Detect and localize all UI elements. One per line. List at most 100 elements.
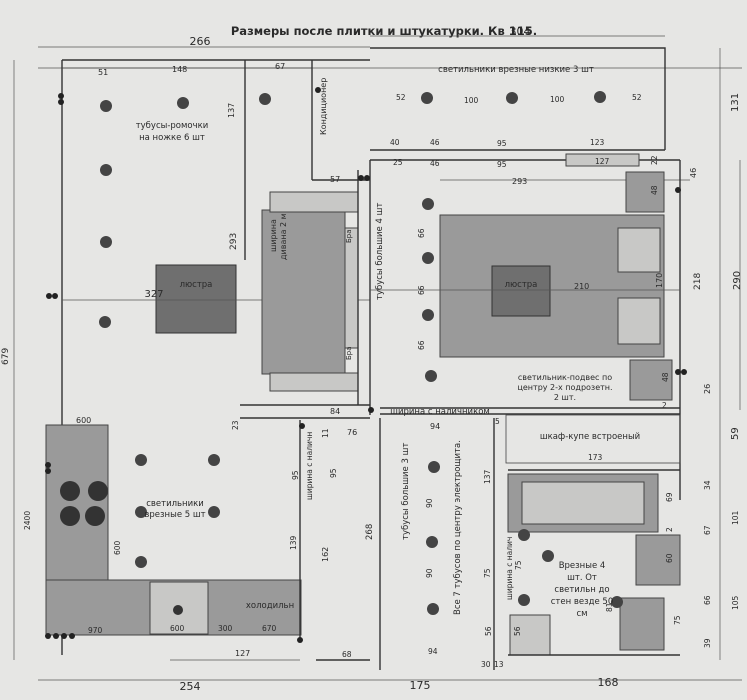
recessed-5-label-2: врезные 5 шт (144, 510, 205, 520)
dim-327: 327 (144, 289, 163, 300)
dim-22: 22 (650, 155, 659, 165)
dim-right-26: 26 (703, 384, 712, 394)
tubes-label-2: на ножке 6 шт (139, 133, 205, 143)
dim-75c: 75 (673, 615, 682, 625)
dim-56a: 56 (484, 626, 493, 636)
dim-600b: 600 (113, 540, 122, 555)
dim-170: 170 (655, 273, 664, 288)
dim-68: 68 (342, 650, 352, 659)
dim-5: 5 (495, 417, 500, 426)
lamp-group-right-4 (422, 198, 437, 382)
sofa-label-2: дивана 2 м (279, 213, 288, 260)
sofa-label-1: ширина (269, 219, 278, 252)
dim-127b: 127 (235, 649, 250, 658)
dim-57: 57 (330, 175, 340, 184)
dim-173: 173 (588, 453, 603, 462)
dim-293b: 293 (512, 177, 527, 186)
dim-23: 23 (231, 420, 240, 430)
recessed-4-label-1: Врезные 4 (559, 561, 606, 571)
dim-right-218: 218 (693, 273, 703, 290)
lamp-group-hall (426, 461, 440, 615)
bra-bottom: Бра (345, 346, 353, 360)
dim-2b: 2 (665, 527, 674, 532)
dim-51: 51 (98, 68, 108, 77)
conditioner-label: Кондиционер (319, 78, 328, 135)
seven-tubes-label: Все 7 тубусов по центру электрощита. (453, 440, 463, 615)
lamp-group-kitchen (135, 454, 220, 568)
dim-66b: 66 (417, 285, 426, 295)
chandelier-right-label: люстра (505, 280, 538, 290)
dim-67: 67 (275, 62, 285, 71)
sofa (261, 209, 346, 375)
dim-bottom-mid: 175 (410, 679, 431, 692)
wardrobe (505, 414, 681, 464)
dim-left-total: 679 (1, 348, 11, 365)
dim-210: 210 (574, 282, 589, 291)
kitchen-dim: 2400 (23, 511, 32, 530)
dim-right-66: 66 (703, 595, 712, 605)
dim-162: 162 (321, 547, 330, 562)
dim-76: 76 (347, 428, 357, 437)
dim-123: 123 (590, 138, 605, 147)
dim-right-105: 105 (731, 595, 740, 610)
recessed-5-label-1: светильники (146, 499, 204, 509)
dim-94a: 94 (430, 422, 440, 431)
dim-970: 970 (88, 626, 103, 635)
dim-46a: 46 (430, 138, 440, 147)
dim-right-46: 46 (689, 168, 698, 178)
dim-52b: 52 (632, 93, 642, 102)
fridge-label: холодильн (246, 601, 294, 611)
dim-100b: 100 (550, 95, 565, 104)
kitchen-counter-left (45, 424, 109, 581)
dim-100a: 100 (464, 96, 479, 105)
dim-90a: 90 (425, 498, 434, 508)
pendant-label-1: светильник-подвес по (518, 373, 612, 382)
dim-bottom-left: 254 (180, 680, 201, 693)
tubes-label-1: тубусы-ромочки (136, 121, 209, 131)
chandelier-left (155, 264, 237, 334)
chandelier-right (491, 265, 551, 317)
dim-148: 148 (172, 65, 187, 74)
dim-600c: 600 (170, 624, 185, 633)
width-trim-label: ширина с наличником (390, 407, 490, 417)
dim-81: 81 (605, 602, 614, 612)
dim-30: 30 (481, 660, 491, 669)
recessed-4-label-2: шт. От (567, 573, 597, 583)
recessed-4-label-5: см (576, 609, 587, 619)
dim-268: 268 (365, 524, 375, 540)
lamp-group-top-left (99, 93, 271, 328)
dim-95c: 95 (291, 470, 300, 480)
pendant-label-2: центру 2-х подрозетн. (517, 383, 612, 392)
dim-300: 300 (218, 624, 233, 633)
dim-75a: 75 (483, 568, 492, 578)
dim-94b: 94 (428, 647, 438, 656)
recessed-4-label-4: стен везде 50 (551, 597, 614, 607)
plan-title: Размеры после плитки и штукатурки. Кв 11… (231, 24, 537, 38)
dim-right-67: 67 (703, 525, 712, 535)
socket-markers (45, 87, 687, 643)
pendant-label-3: 2 шт. (554, 393, 576, 402)
dim-48b: 48 (661, 372, 670, 382)
lamp-group-top-right (421, 91, 606, 104)
bra-top: Бра (345, 229, 353, 243)
dim-52a: 52 (396, 93, 406, 102)
dim-right-39: 39 (703, 638, 712, 648)
dim-139: 139 (289, 535, 298, 550)
big-tubes-4-label: тубусы большие 4 шт (375, 203, 385, 300)
width-trim-v2-label: ширина с налич (505, 537, 514, 600)
dim-90b: 90 (425, 568, 434, 578)
dim-670: 670 (262, 624, 277, 633)
dim-56b: 56 (513, 626, 522, 636)
dim-600a: 600 (76, 416, 91, 425)
dim-top-right: 304 (510, 25, 531, 38)
dim-40: 40 (390, 138, 400, 147)
dim-95d: 95 (329, 468, 338, 478)
wardrobe-label: шкаф-купе встроеный (540, 432, 640, 442)
dim-2a: 2 (662, 401, 667, 410)
dim-25: 25 (393, 158, 403, 167)
dim-66c: 66 (417, 340, 426, 350)
dim-bottom-right: 168 (598, 676, 619, 689)
dim-69: 69 (665, 492, 674, 502)
dim-right-top: 131 (730, 93, 741, 112)
